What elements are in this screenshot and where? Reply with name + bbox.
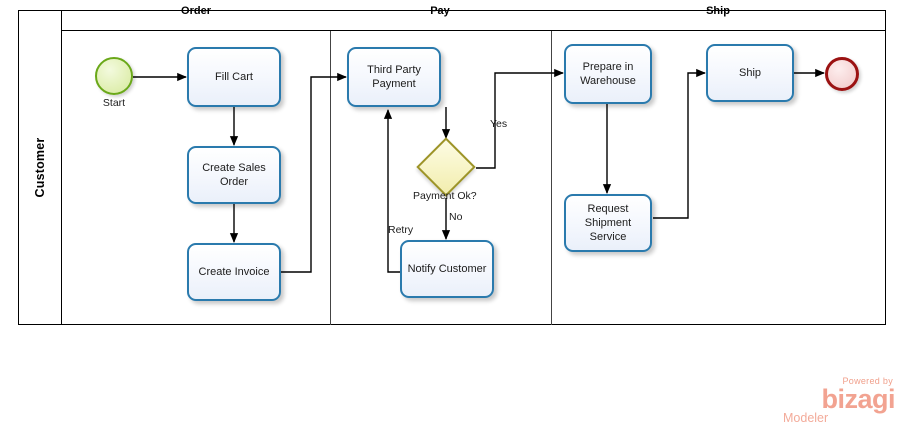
flow-label-no: No xyxy=(449,211,463,223)
lane-label: Customer xyxy=(32,137,47,198)
logo-product: Modeler xyxy=(783,411,829,425)
logo-brand: bizagi xyxy=(821,384,895,414)
task-create-invoice[interactable]: Create Invoice xyxy=(187,243,281,301)
start-event[interactable] xyxy=(95,57,133,95)
task-ship[interactable]: Ship xyxy=(706,44,794,102)
phase-header-band xyxy=(62,10,886,31)
phase-title-order: Order xyxy=(181,5,211,17)
task-request-shipment-service[interactable]: Request Shipment Service xyxy=(564,194,652,252)
phase-title-pay: Pay xyxy=(430,5,450,17)
start-event-label: Start xyxy=(102,97,126,109)
flow-label-yes: Yes xyxy=(490,118,508,130)
end-event[interactable] xyxy=(825,57,859,91)
lane-customer: Customer xyxy=(18,10,62,325)
task-third-party-payment[interactable]: Third Party Payment xyxy=(347,47,441,107)
phase-separator-pay-ship xyxy=(551,31,552,325)
logo-powered-by: Powered by xyxy=(842,376,893,386)
phase-separator-order-pay xyxy=(330,31,331,325)
bizagi-logo: Powered by bizagi Modeler xyxy=(777,376,896,425)
gateway-payment-ok-label: Payment Ok? xyxy=(413,190,477,202)
phase-title-ship: Ship xyxy=(706,5,730,17)
task-notify-customer[interactable]: Notify Customer xyxy=(400,240,494,298)
task-fill-cart[interactable]: Fill Cart xyxy=(187,47,281,107)
flow-label-retry: Retry xyxy=(388,224,414,236)
task-prepare-in-warehouse[interactable]: Prepare in Warehouse xyxy=(564,44,652,104)
task-create-sales-order[interactable]: Create Sales Order xyxy=(187,146,281,204)
